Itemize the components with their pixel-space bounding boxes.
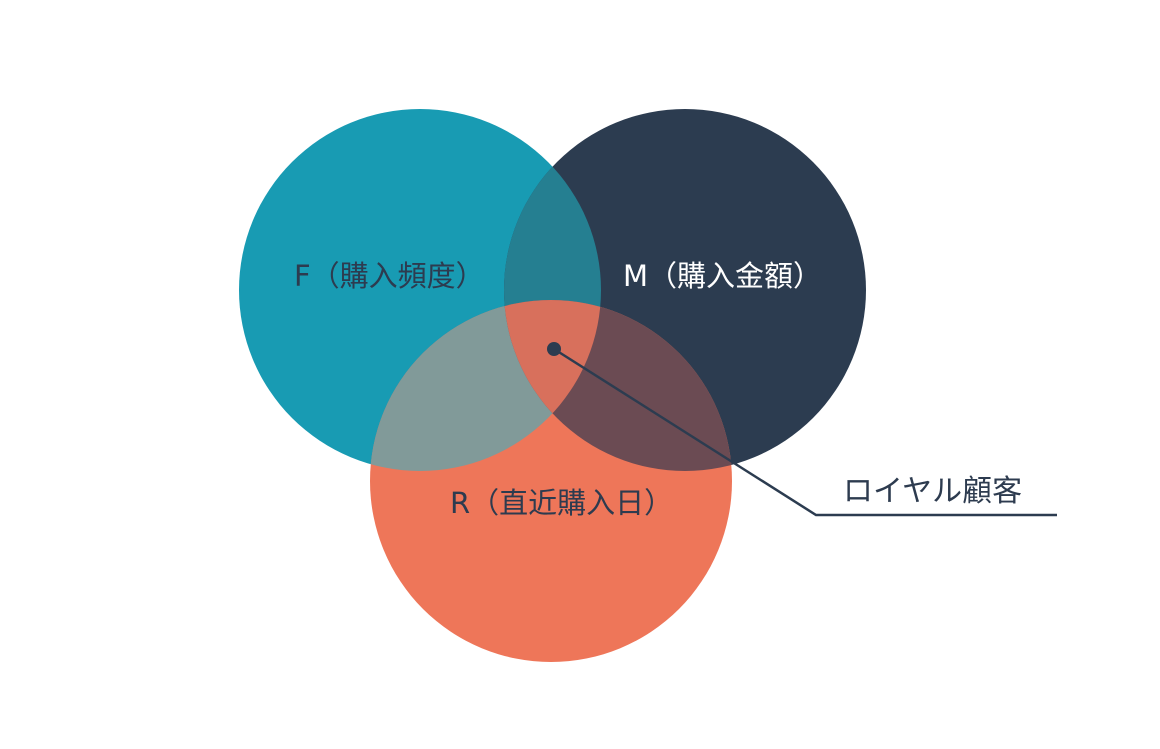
overlap-f-r	[370, 300, 601, 471]
label-m-monetary: M（購入金額）	[623, 259, 823, 293]
callout-dot	[547, 342, 561, 356]
callout-label-loyal-customers: ロイヤル顧客	[843, 474, 1023, 509]
callout-leader-line	[553, 347, 1057, 517]
label-f-frequency: F（購入頻度）	[294, 259, 485, 293]
overlap-m-r	[504, 300, 732, 471]
label-r-recency: R（直近購入日）	[450, 486, 674, 520]
